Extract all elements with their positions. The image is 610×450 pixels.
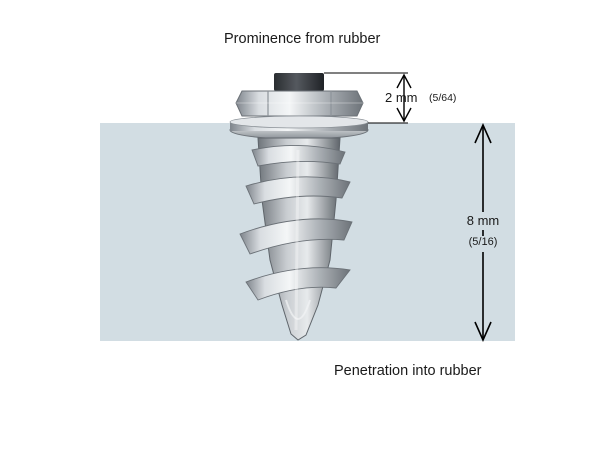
prominence-imperial-value: (5/64) — [429, 92, 457, 104]
threaded-shank — [239, 137, 353, 341]
prominence-metric-value: 2 mm — [385, 90, 418, 105]
prominence-label: Prominence from rubber — [224, 31, 381, 47]
penetration-dimension — [474, 123, 492, 342]
flange — [229, 115, 369, 140]
penetration-imperial-value: (5/16) — [460, 236, 506, 252]
carbide-pin — [274, 73, 324, 91]
penetration-metric-value: 8 mm — [460, 212, 506, 230]
prominence-dimension — [324, 72, 412, 124]
hex-head — [235, 90, 364, 117]
penetration-label: Penetration into rubber — [334, 363, 482, 379]
